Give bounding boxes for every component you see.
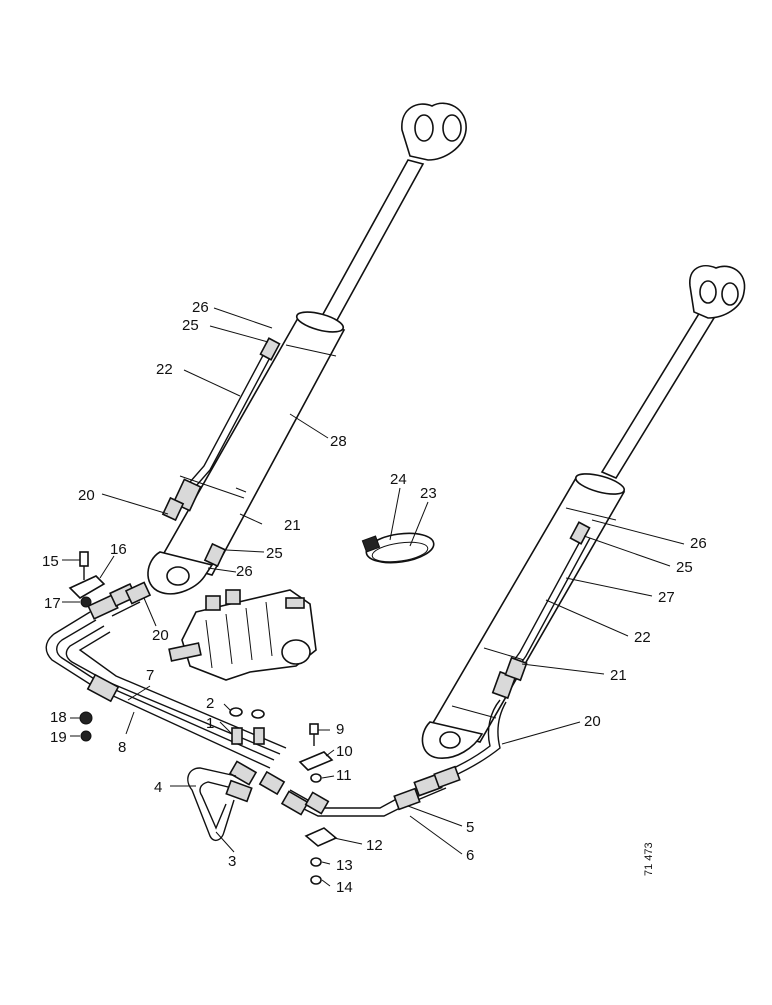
callout-19: 19 [50, 729, 67, 746]
right-rod-eye-hole-2 [721, 282, 739, 306]
callout-2: 2 [206, 695, 214, 712]
callout-13: 13 [336, 857, 353, 874]
nut-17 [80, 596, 92, 608]
right-barrel-top [574, 473, 626, 495]
callout-8: 8 [118, 739, 126, 756]
hose-clip-band [365, 532, 435, 564]
small-parts [68, 551, 338, 885]
callout-6: 6 [466, 847, 474, 864]
callout-9: 9 [336, 721, 344, 738]
control-valve-spool [168, 642, 202, 662]
hose-clip-screw [361, 535, 381, 553]
callout-22: 22 [634, 629, 651, 646]
reference-code: 71 473 [643, 842, 655, 876]
spacer-11 [310, 773, 322, 783]
callouts: 26 25 22 28 20 21 25 26 20 15 16 17 7 8 … [42, 299, 707, 896]
pipe-union [228, 760, 258, 786]
control-valve-port [281, 639, 311, 665]
pipe-7 [45, 611, 271, 769]
callout-26: 26 [192, 299, 209, 316]
callout-25: 25 [676, 559, 693, 576]
callout-14: 14 [336, 879, 353, 896]
clip-10 [298, 751, 334, 771]
left-base-pin-hole [166, 566, 190, 586]
left-side-pipe [195, 349, 275, 487]
right-piston-rod [600, 310, 716, 480]
callout-20: 20 [152, 627, 169, 644]
callout-25: 25 [266, 545, 283, 562]
right-base-pin-hole [439, 731, 461, 749]
callout-4: 4 [154, 779, 162, 796]
u-bend-pipe [187, 767, 253, 842]
callout-18: 18 [50, 709, 67, 726]
pipe-clamp-lower [393, 787, 421, 811]
leader-lines [62, 307, 685, 887]
nut-18 [79, 711, 93, 725]
callout-25: 25 [182, 317, 199, 334]
callout-23: 23 [420, 485, 437, 502]
callout-22: 22 [156, 361, 173, 378]
adaptor-1 [231, 727, 243, 745]
pipe-clamp [86, 673, 120, 703]
callout-20: 20 [78, 487, 95, 504]
plate-12 [304, 827, 338, 847]
callout-26: 26 [690, 535, 707, 552]
callout-28: 28 [330, 433, 347, 450]
control-valve [168, 589, 317, 681]
left-top-fitting [259, 337, 281, 361]
left-rod-eye-hole [414, 114, 434, 142]
seal-2 [229, 707, 243, 717]
callout-16: 16 [110, 541, 127, 558]
pipe-6 [285, 787, 447, 817]
washer-13 [310, 857, 322, 867]
callout-11: 11 [336, 767, 352, 784]
right-cylinder-barrel [428, 477, 626, 743]
left-barrel-top [295, 311, 345, 333]
right-top-fitting [569, 521, 591, 545]
bracket-16 [68, 575, 106, 600]
washer-19 [80, 730, 92, 742]
callout-15: 15 [42, 553, 59, 570]
callout-27: 27 [658, 589, 675, 606]
callout-20: 20 [584, 713, 601, 730]
left-piston-rod [320, 159, 425, 324]
pipe-lines [45, 581, 461, 817]
callout-24: 24 [390, 471, 407, 488]
callout-26: 26 [236, 563, 253, 580]
left-cylinder [147, 102, 467, 595]
callout-10: 10 [336, 743, 353, 760]
right-rod-eye-hole [699, 280, 717, 304]
callout-21: 21 [610, 667, 627, 684]
left-rod-eye-hole-2 [442, 114, 462, 142]
callout-1: 1 [206, 715, 214, 732]
callout-7: 7 [146, 667, 154, 684]
callout-3: 3 [228, 853, 236, 870]
left-base-fitting [203, 542, 227, 568]
callout-17: 17 [44, 595, 61, 612]
pipe-8 [65, 625, 281, 755]
adaptor-1b [253, 727, 265, 745]
u-bend-fitting [225, 779, 253, 803]
nut-14 [310, 875, 322, 885]
control-valve-cap [285, 597, 305, 609]
left-cylinder-barrel [158, 317, 346, 576]
bolt-9 [309, 723, 319, 735]
right-cylinder [419, 264, 746, 789]
callout-12: 12 [366, 837, 383, 854]
callout-21: 21 [284, 517, 301, 534]
u-bend-3 [187, 767, 237, 842]
bolt-15 [79, 551, 89, 567]
hose-clip [361, 532, 435, 564]
callout-5: 5 [466, 819, 474, 836]
